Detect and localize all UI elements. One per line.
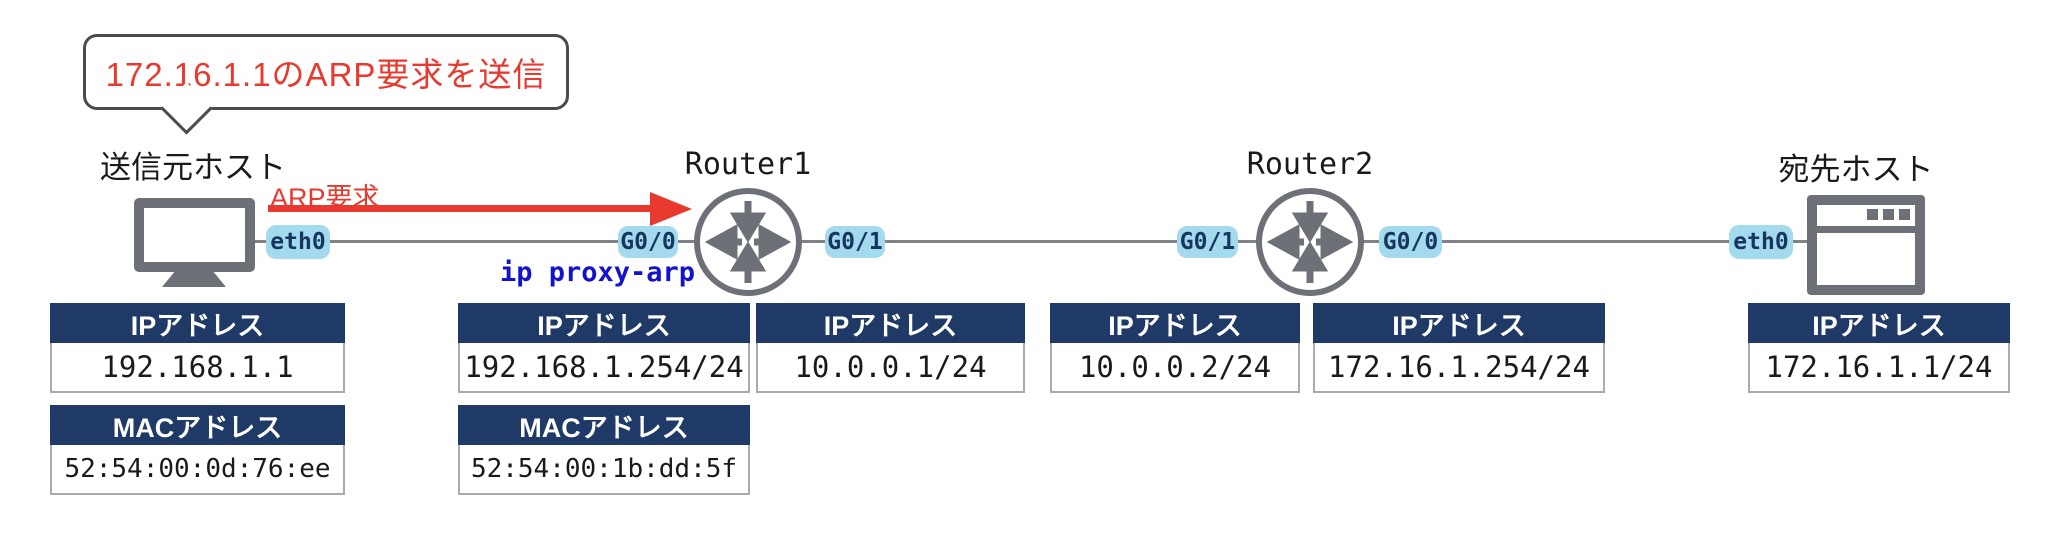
router1-label: Router1 [684, 147, 812, 182]
ip-value: 192.168.1.254/24 [458, 343, 750, 393]
dest-host-label: 宛先ホスト [1778, 152, 1934, 187]
source-host-address-table: IPアドレス 192.168.1.1 MACアドレス 52:54:00:0d:7… [50, 303, 345, 495]
router2-g01-address-table: IPアドレス 10.0.0.2/24 [1050, 303, 1300, 393]
monitor-screen [134, 198, 255, 272]
ip-value: 172.16.1.1/24 [1748, 343, 2010, 393]
ip-value: 10.0.0.2/24 [1050, 343, 1300, 393]
router1-g01-address-table: IPアドレス 10.0.0.1/24 [756, 303, 1025, 393]
ip-header: IPアドレス [458, 303, 750, 343]
ip-header: IPアドレス [1313, 303, 1605, 343]
router1-right-interface-badge: G0/1 [825, 226, 885, 258]
mac-header: MACアドレス [458, 405, 750, 445]
router2-right-interface-badge: G0/0 [1379, 226, 1442, 258]
router1-icon [694, 188, 802, 296]
arp-request-arrow-shaft [268, 205, 652, 212]
router1-g00-address-table: IPアドレス 192.168.1.254/24 MACアドレス 52:54:00… [458, 303, 750, 495]
callout-bubble: 172.16.1.1のARP要求を送信 [83, 34, 569, 110]
server-window-icon [1807, 195, 1925, 295]
arp-request-arrow-head [650, 192, 692, 226]
window-buttons-icon [1867, 209, 1910, 220]
monitor-stand [162, 270, 226, 287]
router2-label: Router2 [1246, 147, 1374, 182]
mac-header: MACアドレス [50, 405, 345, 445]
dest-host-interface-badge: eth0 [1729, 225, 1793, 259]
network-link-line [253, 240, 1807, 243]
source-host-interface-badge: eth0 [266, 225, 330, 259]
proxy-arp-command: ip proxy-arp [500, 257, 696, 288]
ip-header: IPアドレス [50, 303, 345, 343]
ip-value: 172.16.1.254/24 [1313, 343, 1605, 393]
mac-value: 52:54:00:1b:dd:5f [458, 445, 750, 495]
ip-header: IPアドレス [756, 303, 1025, 343]
callout-text: 172.16.1.1のARP要求を送信 [105, 56, 547, 93]
ip-value: 192.168.1.1 [50, 343, 345, 393]
window-divider [1817, 226, 1915, 233]
router2-left-interface-badge: G0/1 [1177, 226, 1238, 258]
ip-header: IPアドレス [1748, 303, 2010, 343]
monitor-icon [134, 198, 255, 290]
ip-value: 10.0.0.1/24 [756, 343, 1025, 393]
dest-host-address-table: IPアドレス 172.16.1.1/24 [1748, 303, 2010, 393]
router1-left-interface-badge: G0/0 [618, 226, 678, 258]
mac-value: 52:54:00:0d:76:ee [50, 445, 345, 495]
ip-header: IPアドレス [1050, 303, 1300, 343]
router2-g00-address-table: IPアドレス 172.16.1.254/24 [1313, 303, 1605, 393]
router2-icon [1256, 188, 1364, 296]
source-host-label: 送信元ホスト [100, 150, 286, 185]
